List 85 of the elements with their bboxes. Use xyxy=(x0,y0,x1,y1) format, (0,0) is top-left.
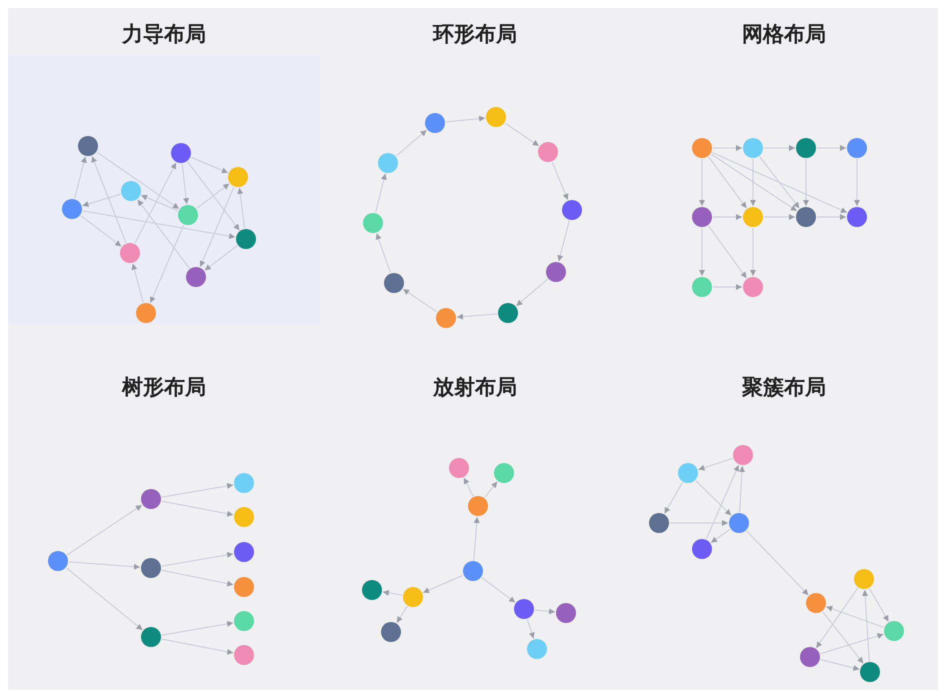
arrow xyxy=(699,228,705,276)
arrow xyxy=(80,215,122,247)
arrow xyxy=(710,154,798,212)
arrow xyxy=(150,224,184,304)
arrow xyxy=(820,633,884,654)
arrow xyxy=(182,163,190,205)
arrow xyxy=(698,458,734,471)
arrow xyxy=(826,606,884,628)
arrow xyxy=(66,504,142,556)
arrow xyxy=(816,214,846,220)
panel-title: 力导布局 xyxy=(122,22,206,48)
arrow xyxy=(204,245,238,271)
panel-title: 放射布局 xyxy=(433,375,517,400)
arrow xyxy=(137,199,190,269)
arrow xyxy=(161,620,234,636)
arrow xyxy=(869,588,889,622)
arrow xyxy=(862,589,870,662)
arrow xyxy=(557,220,570,262)
arrow xyxy=(82,210,236,240)
panel-title: 网格布局 xyxy=(742,22,826,48)
arrow xyxy=(161,500,234,517)
arrow xyxy=(382,590,403,596)
arrow xyxy=(759,156,800,209)
arrow xyxy=(750,228,756,276)
arrow xyxy=(712,152,848,214)
arrow xyxy=(854,158,860,206)
arrow xyxy=(712,214,742,220)
arrow xyxy=(481,577,516,603)
arrow xyxy=(68,561,141,570)
arrow xyxy=(710,528,730,544)
arrow xyxy=(402,288,438,312)
arrow xyxy=(764,214,796,220)
arrow xyxy=(196,183,230,209)
arrow xyxy=(712,145,742,151)
arrow xyxy=(516,278,548,306)
arrow xyxy=(526,618,535,640)
arrow xyxy=(820,659,860,671)
arrow xyxy=(161,482,234,498)
arrow xyxy=(473,516,480,561)
arrow xyxy=(200,186,234,268)
arrow xyxy=(746,530,809,596)
arrow xyxy=(134,162,176,244)
arrow xyxy=(816,588,858,648)
arrow xyxy=(376,232,391,274)
arrow xyxy=(484,481,498,498)
arrow xyxy=(534,608,556,614)
arrow xyxy=(670,520,728,526)
arrow xyxy=(140,194,178,212)
arrow xyxy=(708,156,747,209)
panel-title: 环形布局 xyxy=(433,22,517,48)
arrow xyxy=(695,480,732,516)
arrow xyxy=(822,611,864,664)
arrow xyxy=(187,161,240,231)
arrow xyxy=(396,130,428,156)
arrow xyxy=(552,162,568,200)
arrow xyxy=(396,606,408,624)
arrow xyxy=(699,158,705,206)
arrow xyxy=(445,116,486,122)
arrow xyxy=(161,570,234,587)
arrow xyxy=(712,284,742,290)
arrow xyxy=(91,156,126,244)
arrow xyxy=(803,158,809,206)
arrow xyxy=(706,464,740,540)
arrow xyxy=(764,145,796,151)
arrow xyxy=(750,158,756,206)
panel-title: 聚簇布局 xyxy=(742,375,826,400)
arrow xyxy=(131,263,144,303)
arrow xyxy=(664,482,683,514)
arrow xyxy=(82,194,121,207)
arrow xyxy=(96,152,180,210)
arrow xyxy=(66,567,143,631)
arrow xyxy=(504,122,540,146)
arrow xyxy=(161,552,234,567)
arrow xyxy=(456,313,498,320)
arrow xyxy=(463,477,474,497)
arrow xyxy=(816,145,846,151)
arrow xyxy=(375,173,387,213)
arrow xyxy=(190,156,228,174)
arrow xyxy=(422,574,464,594)
arrow xyxy=(708,225,748,279)
arrow xyxy=(74,156,87,199)
arrow xyxy=(161,638,234,655)
arrow xyxy=(739,465,745,513)
panel-title: 树形布局 xyxy=(122,375,206,400)
arrow xyxy=(237,187,246,229)
